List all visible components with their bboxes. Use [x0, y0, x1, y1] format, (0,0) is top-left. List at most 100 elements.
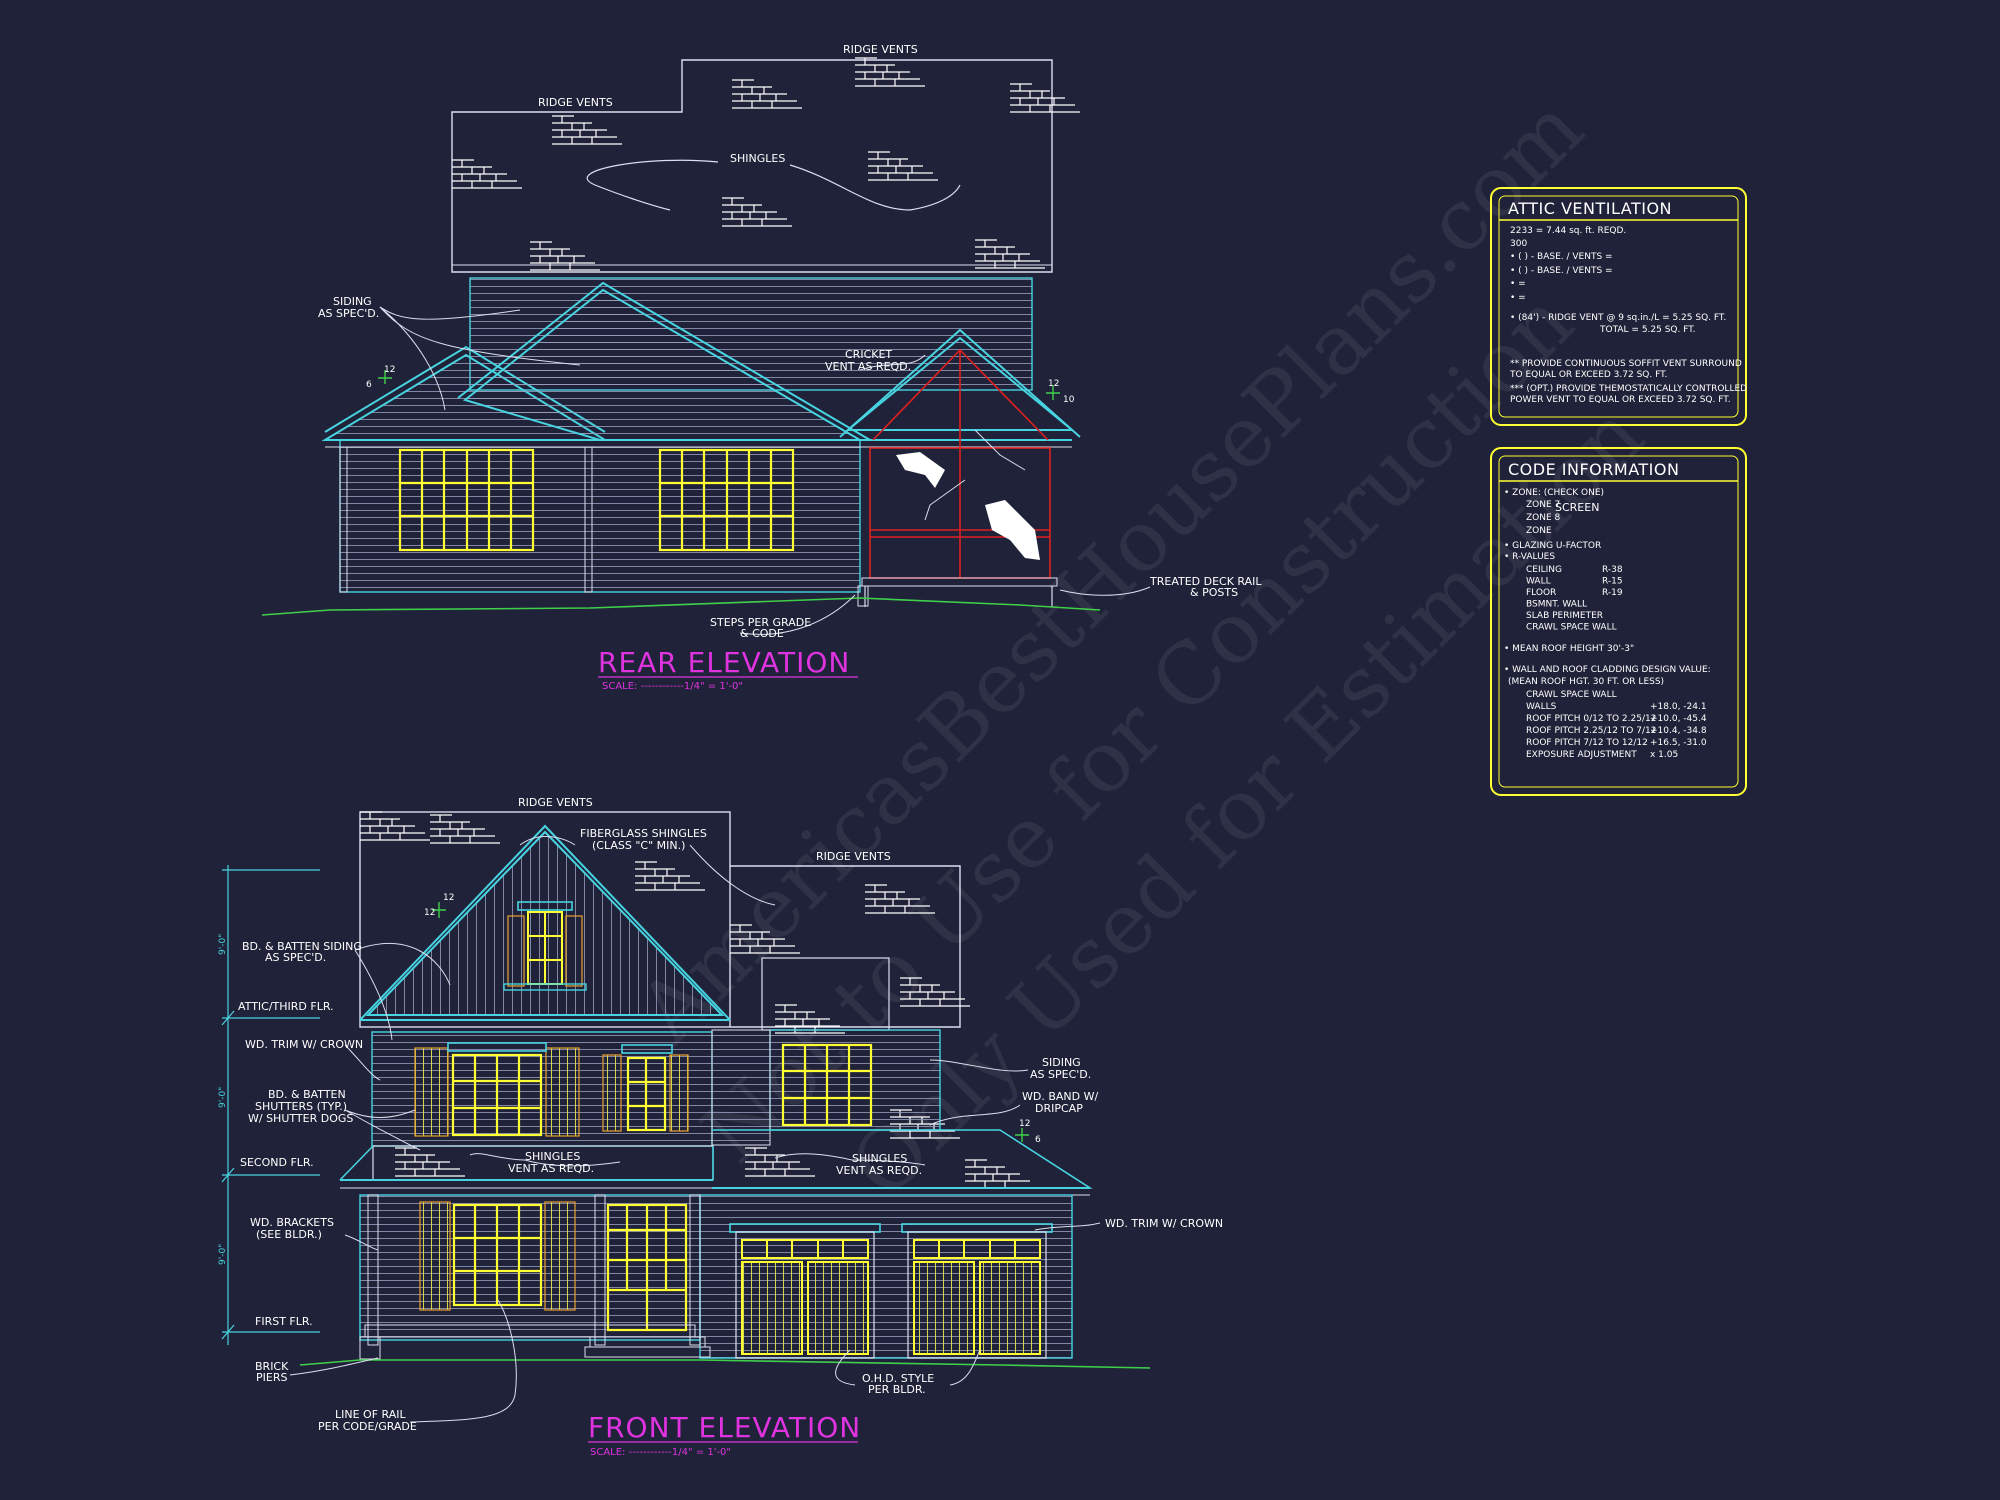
rear-elevation-title: REAR ELEVATION [598, 646, 850, 679]
code-cladding-val-4: +16.5, -31.0 [1650, 738, 1707, 748]
front-label-shingles-1b: VENT AS REQD. [508, 1162, 594, 1175]
front-label-shingles-1a: SHINGLES [525, 1150, 580, 1163]
front-label-attic-flr: ATTIC/THIRD FLR. [238, 1000, 334, 1013]
rear-window-group-left [398, 448, 535, 552]
code-rvalue-name-2: FLOOR [1526, 588, 1556, 598]
code-cladding-name-0: CRAWL SPACE WALL [1526, 690, 1617, 700]
front-label-wd-trim-right: WD. TRIM W/ CROWN [1105, 1217, 1223, 1230]
garage-door-left [729, 1223, 881, 1359]
code-zone-header: • ZONE: (CHECK ONE) [1504, 488, 1604, 498]
rear-upper-roof [451, 59, 1053, 273]
code-zone-0: ZONE 7 [1526, 500, 1560, 510]
code-cladding-name-1: WALLS [1526, 702, 1557, 712]
code-cladding-name-3: ROOF PITCH 2.25/12 TO 7/12 [1526, 726, 1656, 736]
attic-line-2: • ( ) - BASE. / VENTS = [1510, 252, 1613, 262]
rear-pitch-10: 10 [1063, 395, 1075, 405]
front-label-band-1: WD. BAND W/ [1022, 1090, 1098, 1103]
front-entry-door [606, 1203, 688, 1332]
rear-label-cricket-1: CRICKET [845, 348, 892, 361]
front-label-ohd-2: PER BLDR. [868, 1383, 926, 1396]
code-glazing: • GLAZING U-FACTOR [1504, 541, 1601, 551]
rear-label-deck-2: & POSTS [1190, 586, 1238, 599]
attic-line-7: TOTAL = 5.25 SQ. FT. [1599, 325, 1696, 335]
rear-label-cricket-2: VENT AS REQD. [825, 360, 911, 373]
code-cladding-val-1: +18.0, -24.1 [1650, 702, 1707, 712]
front-dimension-string [221, 865, 320, 1345]
front-elevation-title: FRONT ELEVATION [588, 1411, 861, 1444]
rear-label-steps-1: STEPS PER GRADE [710, 616, 811, 629]
front-label-bb-siding-2: AS SPEC'D. [265, 951, 326, 964]
front-pitch-12a: 12 [443, 893, 454, 903]
code-rvalue-val-0: R-38 [1602, 565, 1623, 575]
attic-line-6: • (84') - RIDGE VENT @ 9 sq.in./L = 5.25… [1510, 313, 1726, 323]
code-rvalue-name-0: CEILING [1526, 565, 1562, 575]
rear-pitch-12b: 12 [1048, 379, 1059, 389]
code-rvalue-name-3: BSMNT. WALL [1526, 600, 1587, 610]
front-label-shingles-2b: VENT AS REQD. [836, 1164, 922, 1177]
front-label-fiberglass-1: FIBERGLASS SHINGLES [580, 827, 707, 840]
rear-label-siding-2: AS SPEC'D. [318, 307, 379, 320]
rear-label-steps-2: & CODE [740, 627, 784, 640]
rear-elevation: 12 6 12 10 RIDGE VENTS RIDGE VENTS SHING… [261, 43, 1262, 692]
rear-label-ridge-vents-a: RIDGE VENTS [843, 43, 918, 56]
attic-line-4: • = [1510, 279, 1526, 289]
rear-label-ridge-vents-b: RIDGE VENTS [538, 96, 613, 109]
rear-pitch-12a: 12 [384, 365, 395, 375]
front-label-siding-1: SIDING [1042, 1056, 1081, 1069]
attic-line-8: ** PROVIDE CONTINUOUS SOFFIT VENT SURROU… [1510, 359, 1742, 369]
watermark-line-3: Only Used for Estimation [832, 386, 1663, 1217]
front-label-fiberglass-2: (CLASS "C" MIN.) [592, 839, 685, 852]
front-elevation: 9'-0" 9'-0" 9'-0" 12 12 12 6 [218, 796, 1223, 1458]
front-label-second-flr: SECOND FLR. [240, 1156, 314, 1169]
front-label-band-2: DRIPCAP [1035, 1102, 1083, 1115]
front-label-shingles-2a: SHINGLES [852, 1152, 907, 1165]
code-zone-lines: ZONE 7 ZONE 8 ZONE [1526, 500, 1561, 536]
code-zone-2: ZONE [1526, 526, 1552, 536]
front-pitch-12c: 12 [1019, 1119, 1030, 1129]
rear-label-siding-1: SIDING [333, 295, 372, 308]
front-first-floor-window [419, 1201, 576, 1311]
code-rvalue-name-5: CRAWL SPACE WALL [1526, 623, 1617, 633]
front-second-floor-window-right [602, 1044, 689, 1132]
front-label-ridge-vents-a: RIDGE VENTS [518, 796, 593, 809]
code-rvalue-val-1: R-15 [1602, 577, 1623, 587]
front-second-floor-window-left [414, 1042, 580, 1137]
front-bonus-window [781, 1043, 873, 1127]
front-label-wd-trim-left: WD. TRIM W/ CROWN [245, 1038, 363, 1051]
attic-line-10: *** (OPT.) PROVIDE THEMOSTATICALLY CONTR… [1510, 384, 1747, 394]
rear-screen-porch [861, 348, 1058, 607]
code-rvalue-val-2: R-19 [1602, 588, 1623, 598]
front-label-brick-2: PIERS [256, 1371, 287, 1384]
code-cladding-val-5: x 1.05 [1650, 750, 1678, 760]
code-zone-1: ZONE 8 [1526, 513, 1561, 523]
rear-window-group-right [658, 448, 795, 552]
front-pitch-6: 6 [1035, 1135, 1041, 1145]
code-cladding-name-5: EXPOSURE ADJUSTMENT [1526, 750, 1637, 760]
attic-line-3: • ( ) - BASE. / VENTS = [1510, 266, 1613, 276]
front-label-shutters-3: W/ SHUTTER DOGS [248, 1112, 353, 1125]
front-label-brackets-1: WD. BRACKETS [250, 1216, 334, 1229]
front-label-ridge-vents-b: RIDGE VENTS [816, 850, 891, 863]
rear-label-shingles: SHINGLES [730, 152, 785, 165]
code-mean-roof: • MEAN ROOF HEIGHT 30'-3" [1504, 644, 1634, 654]
attic-line-11: POWER VENT TO EQUAL OR EXCEED 3.72 SQ. F… [1510, 395, 1731, 405]
attic-line-1: 300 [1510, 239, 1527, 249]
code-cladding-name-2: ROOF PITCH 0/12 TO 2.25/12 [1526, 714, 1656, 724]
front-dim-lower: 9'-0" [218, 1244, 228, 1265]
code-cladding-name-4: ROOF PITCH 7/12 TO 12/12 [1526, 738, 1648, 748]
front-label-bb-siding-1: BD. & BATTEN SIDING [242, 940, 362, 953]
front-label-brick-1: BRICK [255, 1360, 289, 1373]
code-cladding-val-2: +10.0, -45.4 [1650, 714, 1707, 724]
front-dim-upper: 9'-0" [218, 934, 228, 955]
front-label-siding-2: AS SPEC'D. [1030, 1068, 1091, 1081]
code-rvalues: • R-VALUES [1504, 552, 1555, 562]
attic-line-0: 2233 = 7.44 sq. ft. REQD. [1510, 226, 1626, 236]
front-label-shutters-2: SHUTTERS (TYP.) [255, 1100, 347, 1113]
code-information-panel: CODE INFORMATION • ZONE: (CHECK ONE) ZON… [1490, 447, 1747, 796]
code-cladding-1: • WALL AND ROOF CLADDING DESIGN VALUE: [1504, 665, 1711, 675]
front-gable-window [503, 901, 587, 991]
front-dim-middle: 9'-0" [218, 1087, 228, 1108]
front-label-first-flr: FIRST FLR. [255, 1315, 313, 1328]
